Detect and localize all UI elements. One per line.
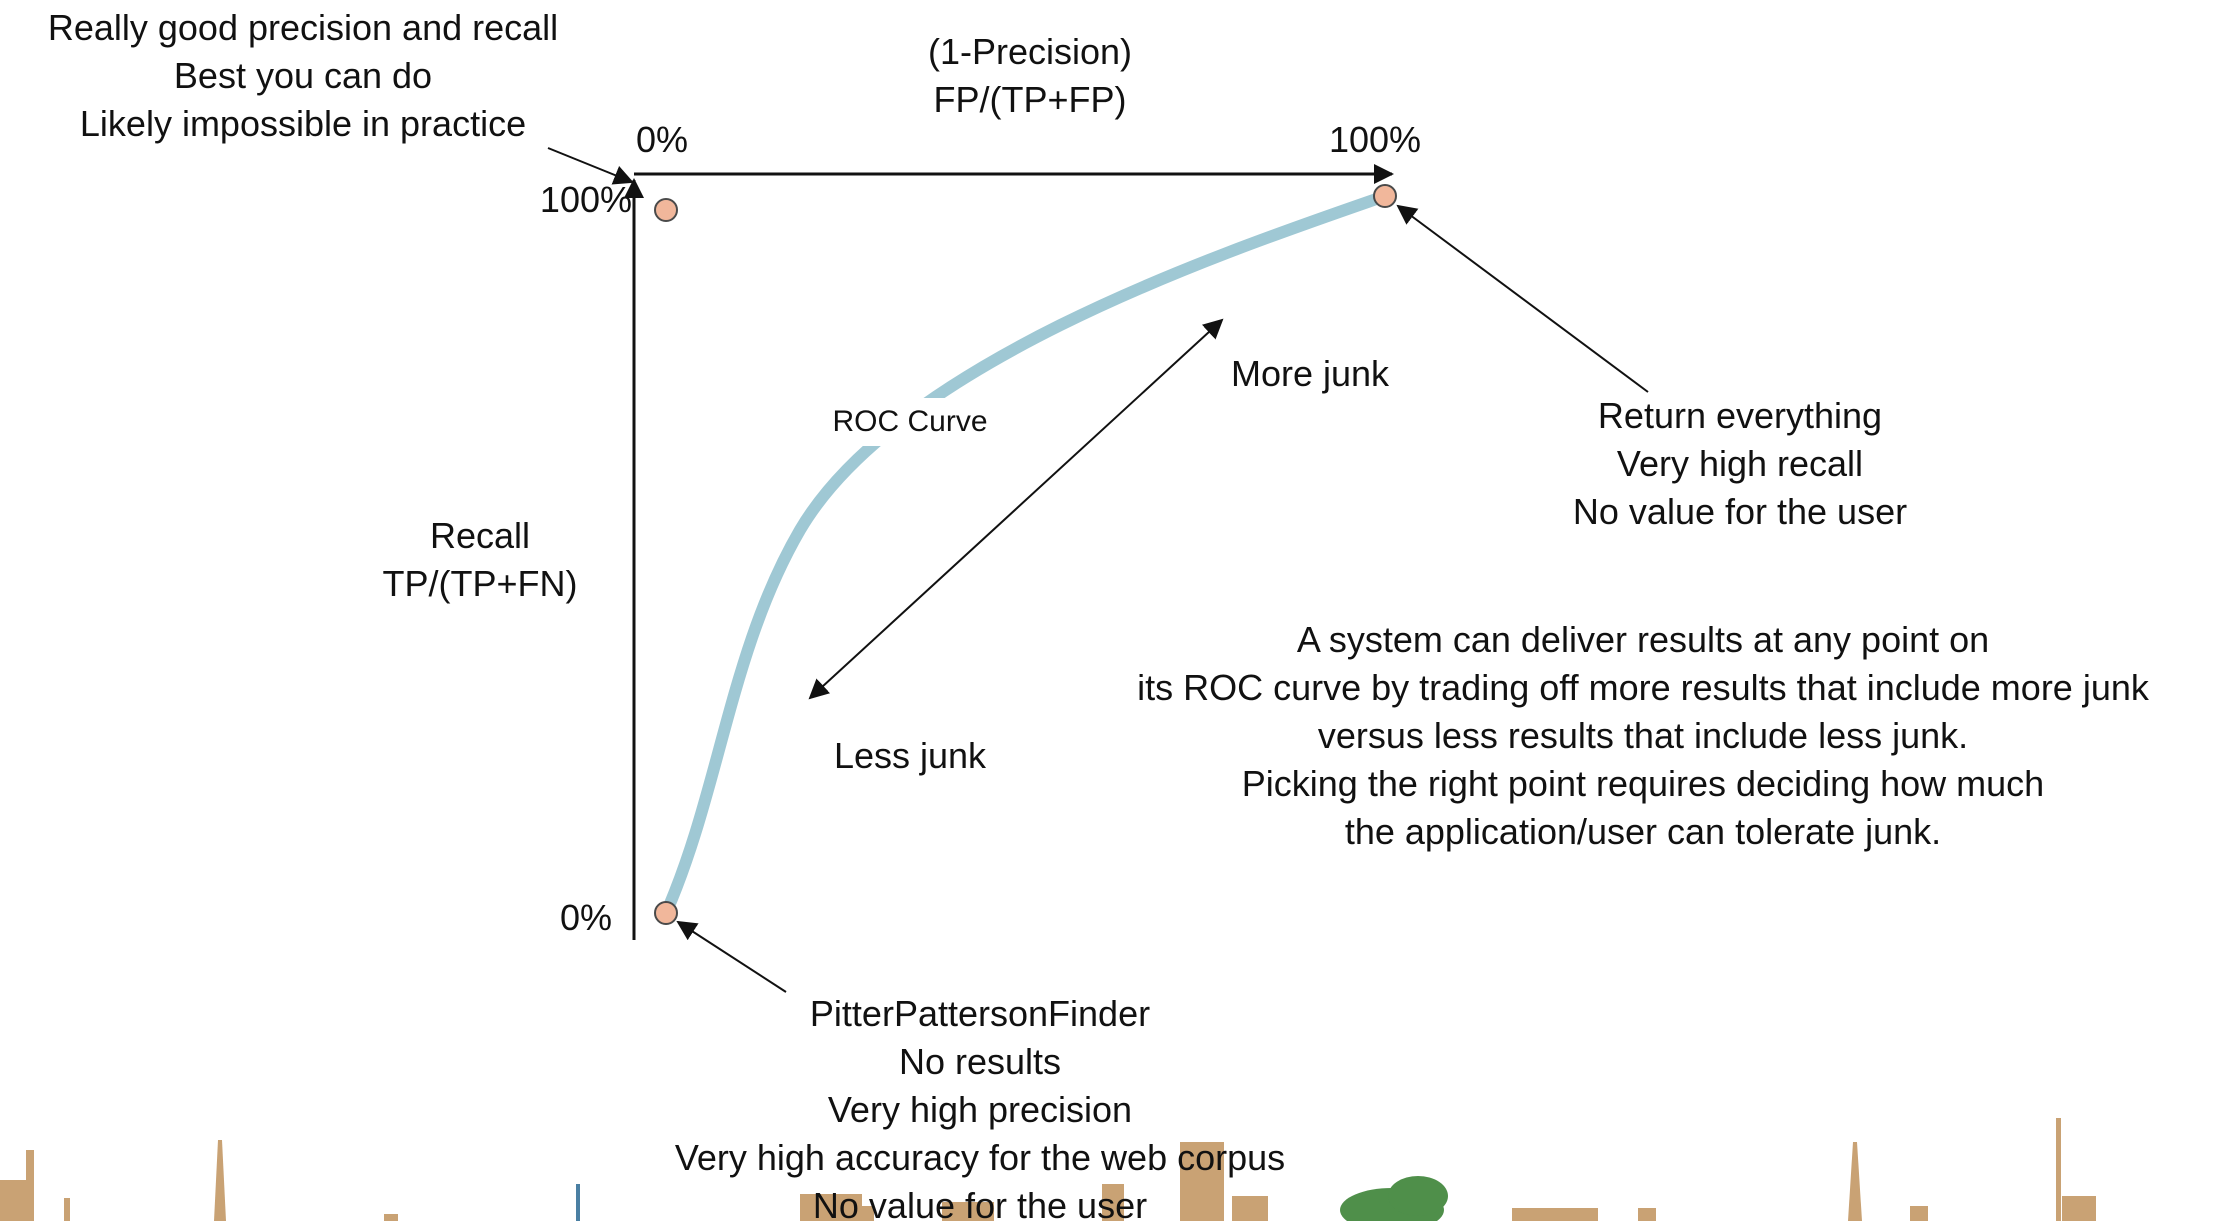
- top-left-note-line: Best you can do: [173, 55, 433, 96]
- return-everything-pointer-arrow: [1396, 204, 1649, 393]
- skyline-building: [1512, 1208, 1598, 1221]
- x-tick-start: 0%: [635, 119, 689, 160]
- skyline-building: [850, 1206, 874, 1221]
- no-results-pointer-arrow: [676, 920, 787, 993]
- top-left-note: Really good precision and recall Best yo…: [0, 4, 606, 148]
- explanation-line: Picking the right point requires decidin…: [1241, 763, 2045, 804]
- x-axis-label-line: FP/(TP+FP): [933, 79, 1127, 120]
- top-right-note: Return everything Very high recall No va…: [1490, 392, 1990, 536]
- y-axis-label-line: TP/(TP+FN): [382, 563, 578, 604]
- skyline-building: [1910, 1206, 1928, 1221]
- top-right-note-line: Return everything: [1597, 395, 1883, 436]
- skyline-building: [2062, 1196, 2096, 1221]
- skyline-building: [26, 1150, 34, 1180]
- explanation-line: its ROC curve by trading off more result…: [1137, 667, 2149, 708]
- roc-curve-label-backdrop: [810, 398, 1010, 446]
- top-left-note-line: Likely impossible in practice: [79, 103, 527, 144]
- bottom-note-line: Very high precision: [827, 1089, 1133, 1130]
- y-tick-bottom: 0%: [559, 897, 612, 938]
- return-everything-point: [1373, 184, 1397, 208]
- skyline-decoration: [0, 1118, 2096, 1221]
- x-axis-label: (1-Precision) FP/(TP+FP): [850, 28, 1210, 124]
- skyline-building: [0, 1180, 34, 1221]
- explanation-text: A system can deliver results at any poin…: [1066, 616, 2220, 856]
- more-junk-label: More junk: [1230, 353, 1390, 394]
- bottom-note-line: No results: [898, 1041, 1062, 1082]
- ideal-point-pointer-arrow: [547, 147, 634, 185]
- junk-tradeoff-double-arrow: [808, 318, 1224, 700]
- bottom-note: PitterPattersonFinder No results Very hi…: [600, 990, 1360, 1221]
- skyline-building: [1180, 1142, 1224, 1221]
- no-results-point: [654, 901, 678, 925]
- explanation-line: A system can deliver results at any poin…: [1296, 619, 1990, 660]
- skyline-building: [1638, 1208, 1656, 1221]
- top-right-note-line: No value for the user: [1572, 491, 1908, 532]
- skyline-building: [2056, 1118, 2061, 1221]
- explanation-line: the application/user can tolerate junk.: [1344, 811, 1942, 852]
- y-tick-top: 100%: [539, 179, 632, 220]
- less-junk-label: Less junk: [833, 735, 987, 776]
- top-right-note-line: Very high recall: [1616, 443, 1864, 484]
- skyline-building: [942, 1202, 994, 1221]
- x-axis-label-line: (1-Precision): [927, 31, 1133, 72]
- ideal-point: [654, 198, 678, 222]
- skyline-tree: [1388, 1176, 1448, 1216]
- y-axis-label-line: Recall: [429, 515, 531, 556]
- bottom-note-line: No value for the user: [812, 1185, 1148, 1221]
- bottom-note-line: PitterPattersonFinder: [809, 993, 1151, 1034]
- skyline-building: [576, 1184, 580, 1221]
- skyline-building: [384, 1214, 398, 1221]
- skyline-spire: [214, 1140, 226, 1221]
- skyline-building: [1232, 1196, 1268, 1221]
- skyline-building: [1102, 1184, 1124, 1221]
- top-left-note-line: Really good precision and recall: [47, 7, 559, 48]
- y-axis-label: Recall TP/(TP+FN): [330, 512, 630, 608]
- bottom-note-line: Very high accuracy for the web corpus: [674, 1137, 1286, 1178]
- skyline-spire: [1848, 1142, 1862, 1221]
- x-tick-end: 100%: [1328, 119, 1422, 160]
- skyline-building: [64, 1198, 70, 1221]
- roc-curve-label: ROC Curve: [832, 405, 988, 438]
- explanation-line: versus less results that include less ju…: [1317, 715, 1969, 756]
